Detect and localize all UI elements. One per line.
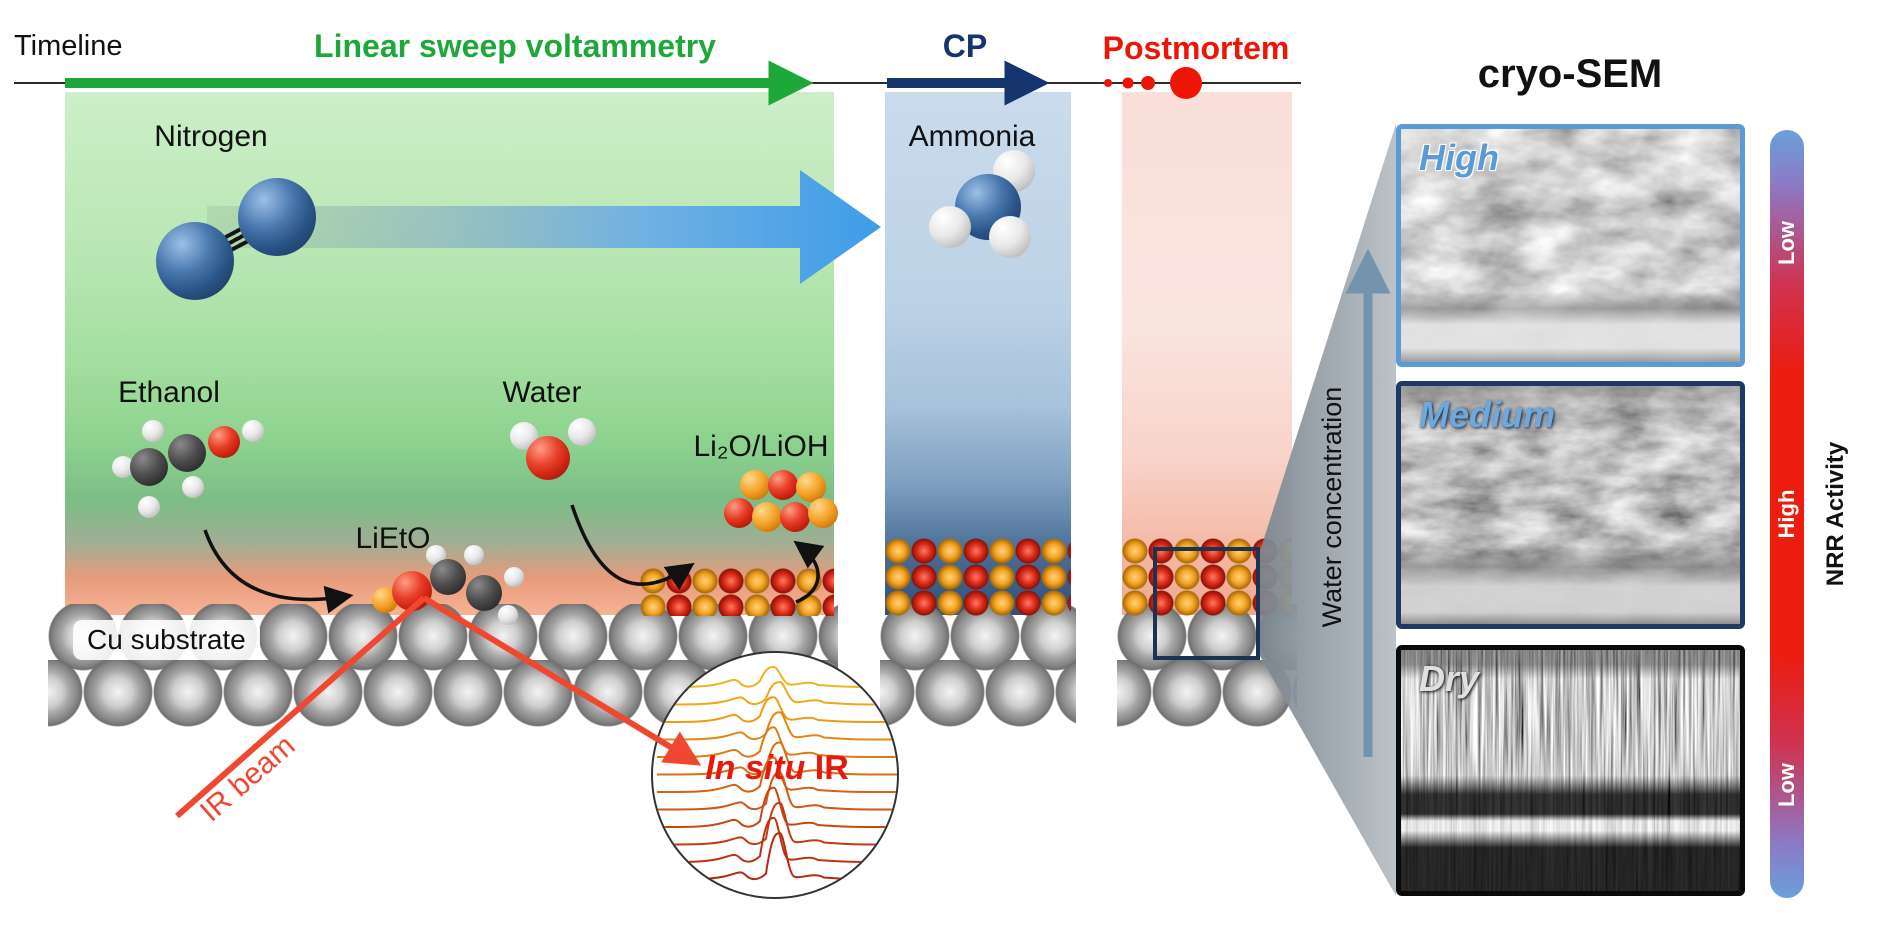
postmortem-dot-large: [1170, 67, 1202, 99]
o-atom: [392, 571, 432, 611]
cp-phase-label: CP: [942, 28, 988, 64]
o-atom: [526, 436, 570, 480]
lieto-label: LiEtO: [355, 522, 431, 555]
li2o-lioh-label: Li₂O/LiOH: [693, 430, 829, 463]
ir-beam-out: [422, 595, 702, 766]
sem-overlay: [1401, 650, 1740, 891]
colorbar-label-high: High: [1774, 489, 1799, 539]
nitrogen-molecule: [156, 178, 326, 338]
h-atom: [138, 496, 160, 518]
c-atom: [168, 434, 206, 472]
postmortem-dot: [1122, 77, 1134, 89]
timeline-label: Timeline: [14, 30, 123, 62]
cryo-sem-title: cryo-SEM: [1477, 52, 1663, 96]
li2o-lioh-cluster: [722, 470, 847, 542]
nrr-activity-title: NRR Activity: [1822, 441, 1849, 587]
cu-spheres-row: [880, 660, 1076, 730]
nitrogen-label: Nitrogen: [154, 120, 268, 153]
insitu-ir-label: In situ IR: [663, 749, 891, 788]
o-atom: [780, 502, 810, 532]
ethanol-to-lieto-arrow: [203, 529, 354, 614]
h-atom: [464, 545, 484, 565]
zoom-region-outline: [1153, 547, 1260, 660]
colorbar-label-low-bottom: Low: [1774, 763, 1799, 807]
ammonia-label: Ammonia: [908, 120, 1036, 153]
li-atom: [740, 470, 770, 500]
h-atom: [929, 206, 971, 248]
sem-overlay: [1401, 386, 1740, 624]
sem-label-medium: Medium: [1419, 394, 1556, 435]
water-to-layer-arrow: [570, 504, 695, 591]
ammonia-molecule: [929, 148, 1054, 263]
o-atom: [768, 470, 798, 500]
layer-to-li2o-arrow: [793, 540, 825, 604]
water-molecule: [510, 412, 605, 492]
li-atom: [752, 502, 782, 532]
insitu-ir-label-italic: In situ: [705, 749, 806, 787]
c-atom: [430, 559, 466, 595]
ir-spectra: [656, 665, 897, 881]
li-layer-cp: [885, 538, 1071, 616]
lsv-phase-panel: [65, 92, 834, 615]
h-atom: [498, 605, 518, 625]
c-atom: [466, 575, 502, 611]
water-concentration-axis-label: Water concentration: [1316, 386, 1347, 628]
ethanol-molecule: [112, 420, 287, 525]
h-atom: [989, 216, 1031, 258]
postmortem-dot: [1141, 76, 1155, 90]
sem-overlay: [1401, 129, 1740, 362]
cu-spheres-row: [1117, 660, 1297, 730]
sem-image-dry: Dry: [1396, 645, 1745, 896]
postmortem-dot: [1104, 79, 1112, 87]
lieto-molecule: [372, 545, 557, 637]
h-atom: [112, 456, 134, 478]
h-atom: [504, 567, 524, 587]
h-atom: [568, 418, 596, 446]
insitu-ir-label-rest: IR: [805, 749, 849, 787]
sem-image-medium: Medium: [1396, 381, 1745, 629]
c-atom: [130, 448, 168, 486]
colorbar-label-low-top: Low: [1774, 221, 1799, 265]
ethanol-label: Ethanol: [118, 376, 220, 409]
sem-label-dry: Dry: [1419, 658, 1480, 699]
lsv-phase-label: Linear sweep voltammetry: [314, 28, 716, 64]
nrr-activity-colorbar: [1770, 130, 1804, 898]
sem-image-high: High: [1396, 124, 1745, 367]
n-atom: [238, 178, 316, 256]
h-atom: [142, 420, 164, 442]
h-atom: [182, 476, 204, 498]
n-atom: [156, 222, 234, 300]
li-atom: [808, 498, 838, 528]
water-label: Water: [502, 376, 582, 409]
h-atom: [242, 420, 264, 442]
li-atom: [796, 472, 826, 502]
o-atom: [208, 426, 240, 458]
postmortem-phase-panel: [1122, 92, 1292, 615]
postmortem-phase-label: Postmortem: [1102, 30, 1290, 66]
ir-beam-in: [175, 595, 426, 819]
cu-substrate-label: Cu substrate: [73, 620, 260, 660]
o-atom: [724, 498, 754, 528]
sem-label-high: High: [1419, 137, 1499, 178]
insitu-ir-inset: In situ IR: [651, 651, 899, 899]
